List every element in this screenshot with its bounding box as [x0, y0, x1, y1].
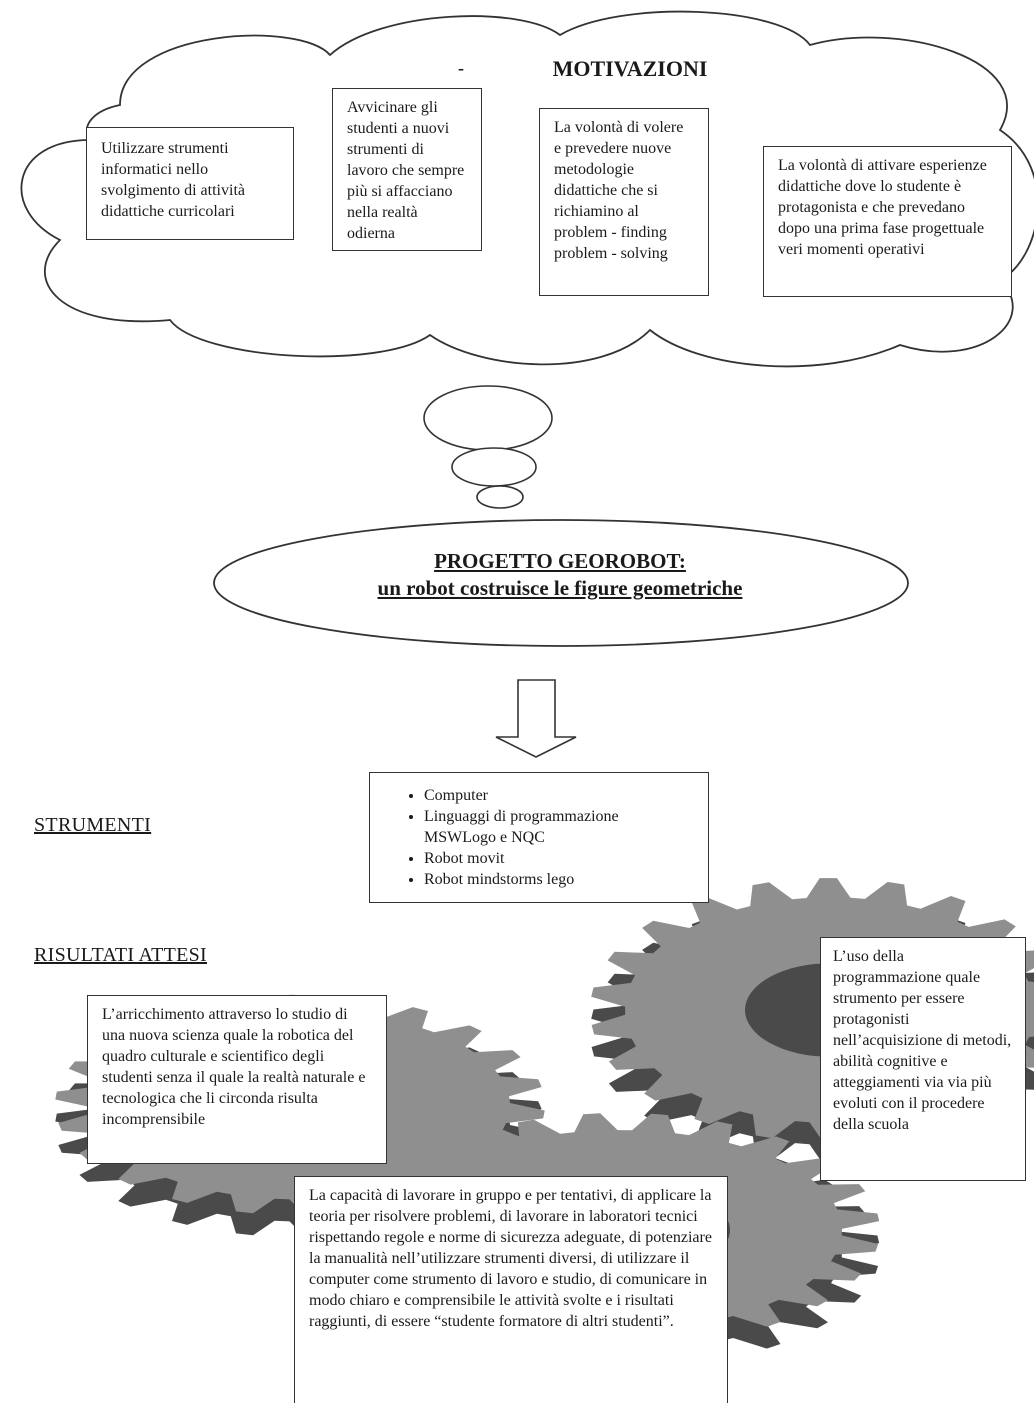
motivation-box-1: Utilizzare strumenti informatici nello s…	[86, 127, 294, 240]
project-subtitle: un robot costruisce le figure geometrich…	[377, 576, 743, 600]
tools-heading: STRUMENTI	[34, 814, 152, 836]
result-box-2: L’uso della programmazione quale strumen…	[820, 937, 1026, 1181]
tools-list: Computer Linguaggi di programmazione MSW…	[390, 785, 692, 890]
motivation-title: MOTIVAZIONI	[552, 56, 708, 81]
tools-box: Computer Linguaggi di programmazione MSW…	[369, 772, 709, 903]
project-title: PROGETTO GEOROBOT:	[434, 549, 686, 573]
motivation-box-2: Avvicinare gli studenti a nuovi strument…	[332, 88, 482, 251]
down-arrow-icon	[495, 679, 577, 758]
result-box-1: L’arricchimento attraverso lo studio di …	[87, 995, 387, 1164]
tools-item: Linguaggi di programmazione MSWLogo e NQ…	[424, 806, 692, 848]
motivation-box-4: La volontà di attivare esperienze didatt…	[763, 146, 1012, 297]
thought-bubble-medium	[451, 447, 537, 487]
thought-bubble-small	[476, 485, 524, 509]
motivation-box-3: La volontà di volere e prevedere nuove m…	[539, 108, 709, 296]
result-box-3: La capacità di lavorare in gruppo e per …	[294, 1176, 728, 1403]
motivation-dash: -	[458, 58, 464, 78]
project-ellipse	[213, 519, 909, 647]
thought-bubble-large	[423, 385, 553, 451]
tools-item: Robot movit	[424, 848, 692, 869]
tools-item: Robot mindstorms lego	[424, 869, 692, 890]
results-heading: RISULTATI ATTESI	[34, 944, 208, 966]
tools-item: Computer	[424, 785, 692, 806]
